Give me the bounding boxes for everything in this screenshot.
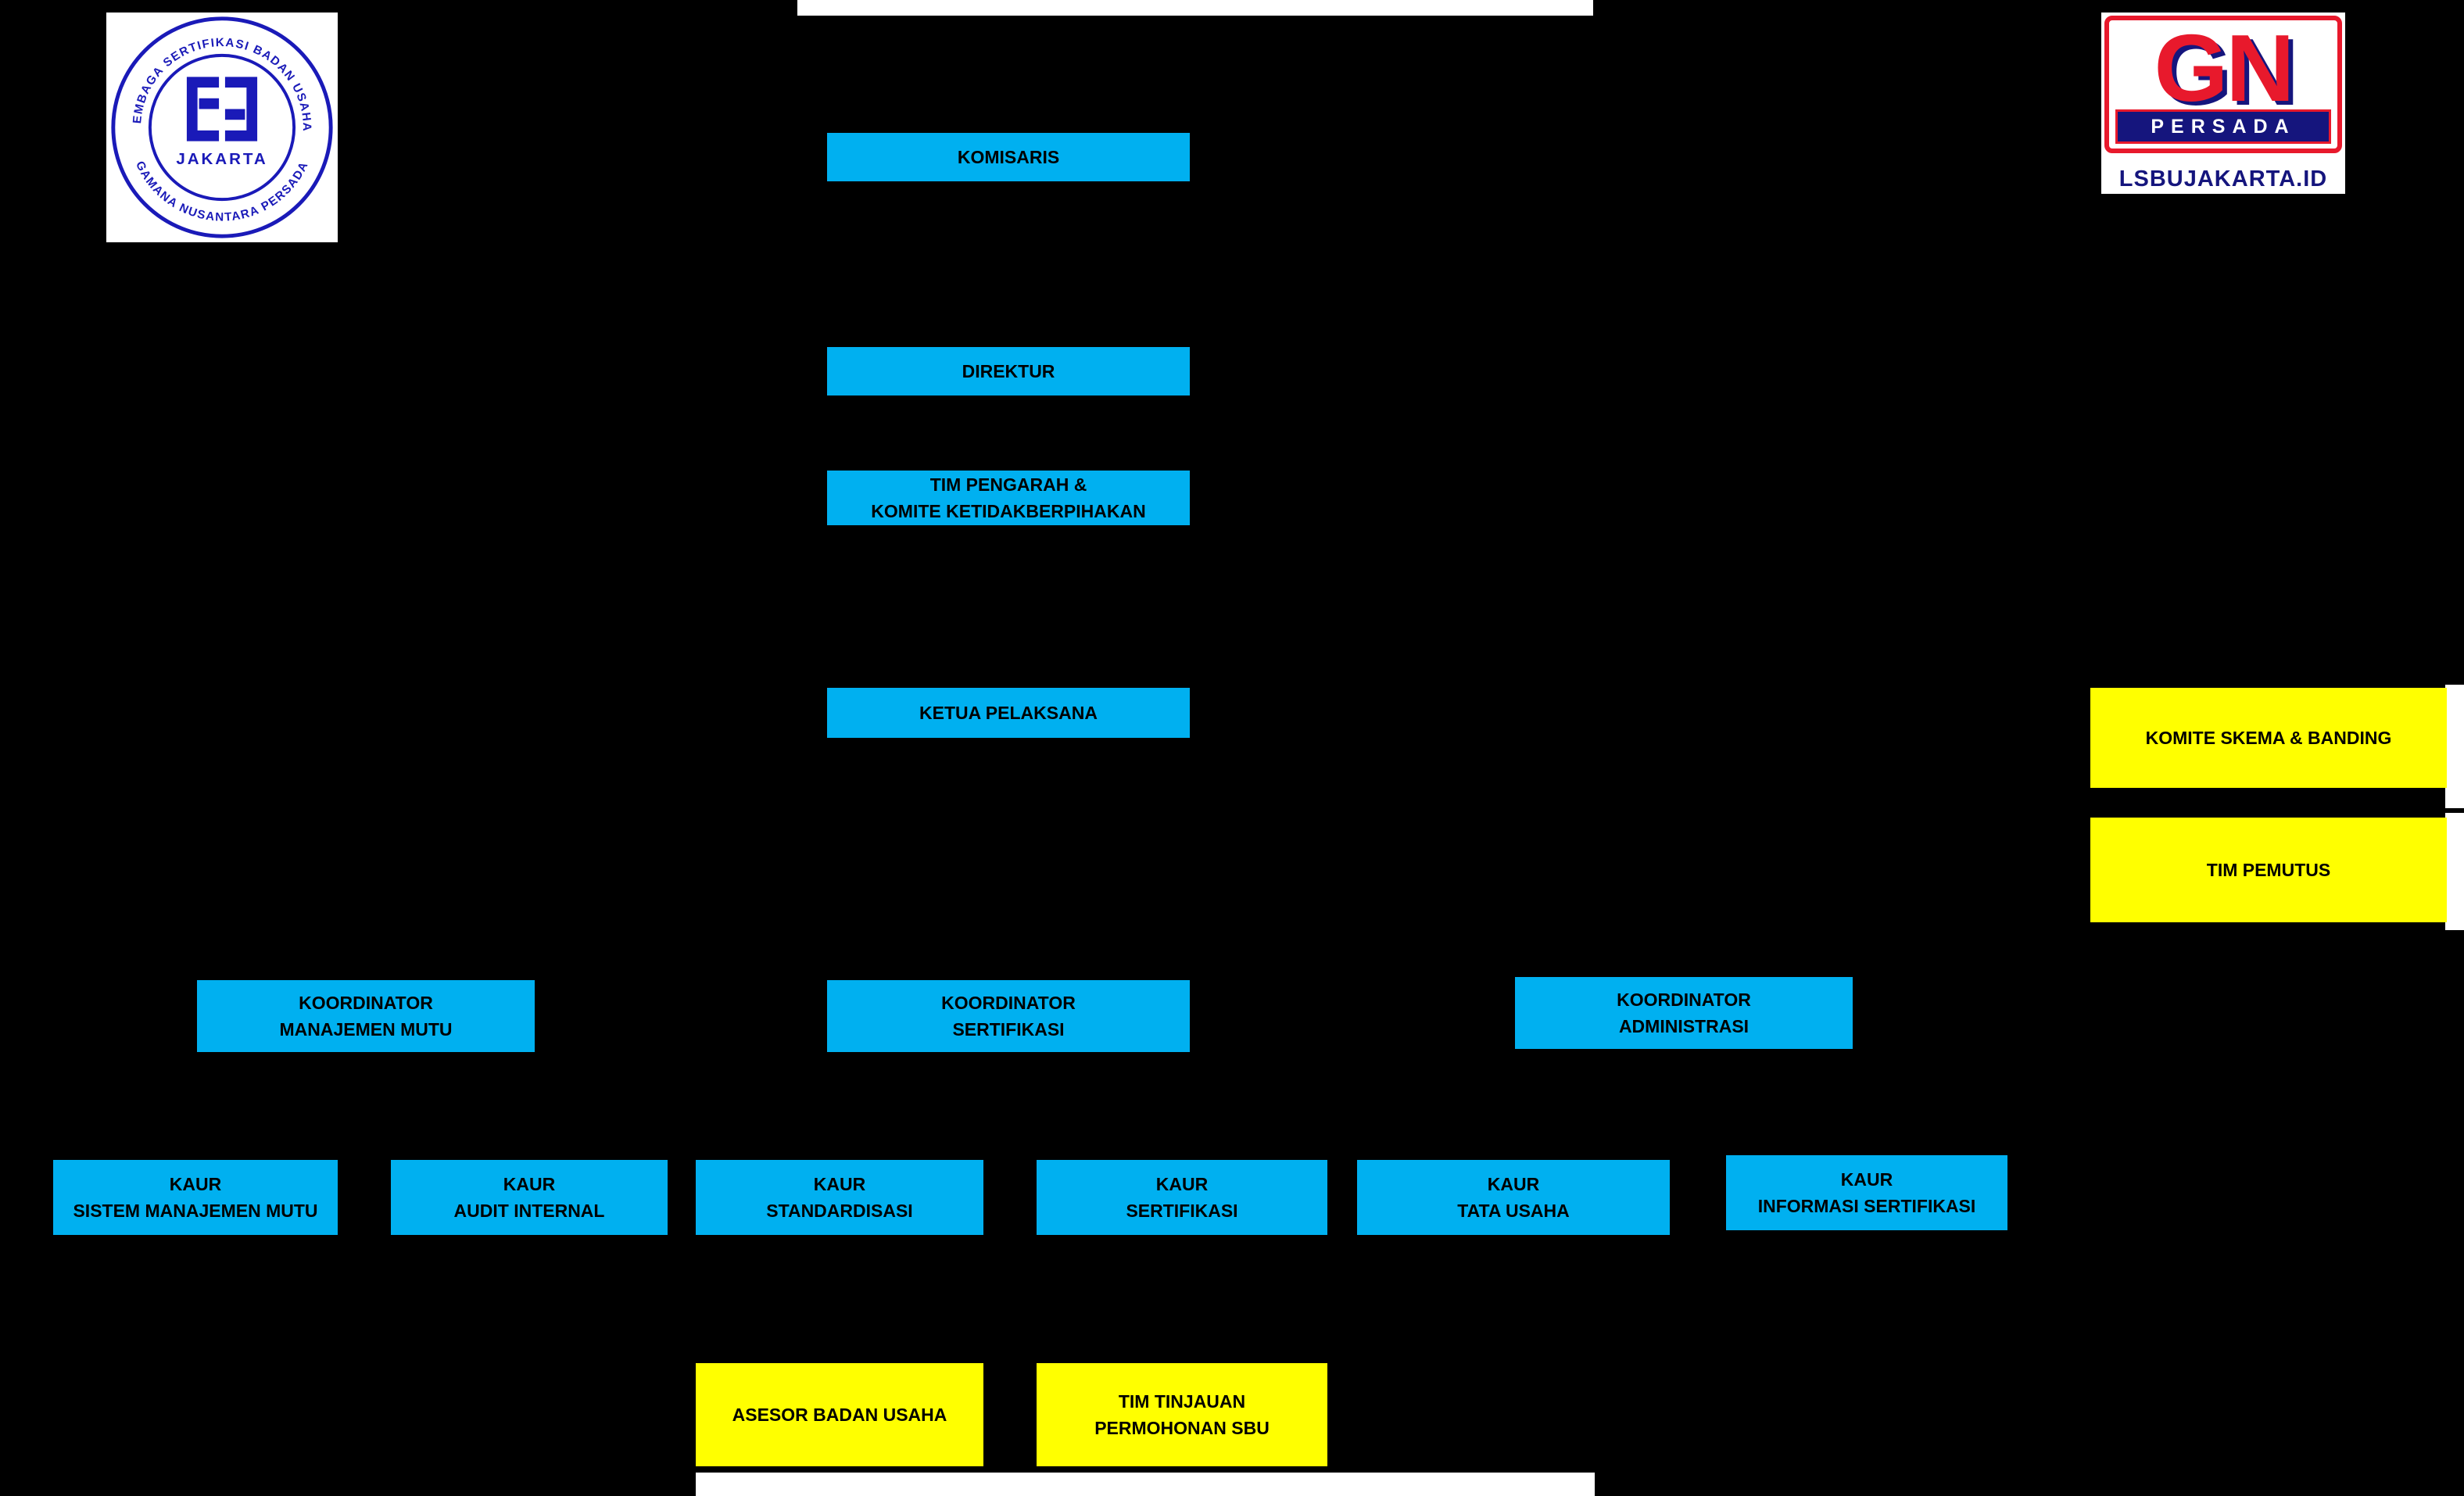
org-box-tim-pemutus-label: TIM PEMUTUS <box>2206 859 2331 880</box>
org-box-kaur-sistem-manajemen-mutu: KAUR SISTEM MANAJEMEN MUTU <box>53 1160 338 1235</box>
kaur-sertifikasi-line2: SERTIFIKASI <box>1126 1201 1238 1221</box>
org-box-kaur-sertifikasi: KAUR SERTIFIKASI <box>1037 1160 1327 1235</box>
org-box-tim-pengarah: TIM PENGARAH & KOMITE KETIDAKBERPIHAKAN <box>827 471 1190 525</box>
kaur-standardisasi-line2: STANDARDISASI <box>766 1201 913 1221</box>
lsbu-seal-logo: LEMBAGA SERTIFIKASI BADAN USAHA GAMANA N… <box>103 2 338 242</box>
org-box-komisaris-label: KOMISARIS <box>957 146 1060 167</box>
koordinator-sert-line1: KOORDINATOR <box>941 992 1076 1013</box>
org-box-direktur: DIREKTUR <box>827 347 1190 395</box>
seal-city-label: JAKARTA <box>176 150 267 168</box>
org-box-ketua-pelaksana-label: KETUA PELAKSANA <box>919 702 1098 723</box>
org-box-kaur-informasi-sertifikasi: KAUR INFORMASI SERTIFIKASI <box>1726 1155 2007 1230</box>
gn-logo-frame: GN PERSADA <box>2104 16 2342 153</box>
koordinator-adm-line1: KOORDINATOR <box>1617 989 1751 1010</box>
tim-tinjauan-line1: TIM TINJAUAN <box>1118 1390 1246 1412</box>
org-box-kaur-tata-usaha: KAUR TATA USAHA <box>1357 1160 1670 1235</box>
kaur-informasi-line1: KAUR <box>1840 1169 1893 1190</box>
seal-inner-ring <box>148 53 296 202</box>
kaur-smm-line1: KAUR <box>169 1173 222 1194</box>
org-box-kaur-audit-internal: KAUR AUDIT INTERNAL <box>391 1160 668 1235</box>
kaur-standardisasi-line1: KAUR <box>813 1173 866 1194</box>
org-box-koordinator-manajemen-mutu: KOORDINATOR MANAJEMEN MUTU <box>197 980 535 1052</box>
asesor-label: ASESOR BADAN USAHA <box>732 1404 947 1425</box>
org-box-koordinator-sertifikasi: KOORDINATOR SERTIFIKASI <box>827 980 1190 1052</box>
org-box-tim-tinjauan: TIM TINJAUAN PERMOHONAN SBU <box>1037 1363 1327 1466</box>
org-box-koordinator-administrasi: KOORDINATOR ADMINISTRASI <box>1515 977 1853 1049</box>
org-box-tim-pengarah-line1: TIM PENGARAH & <box>929 474 1087 495</box>
right-edge-remnant-2 <box>2445 813 2464 930</box>
gn-persada-logo: GN PERSADA LSBUJAKARTA.ID <box>2101 13 2345 194</box>
kaur-tata-usaha-line1: KAUR <box>1487 1173 1540 1194</box>
org-box-komite-skema-banding: KOMITE SKEMA & BANDING <box>2090 688 2447 788</box>
org-box-tim-pemutus: TIM PEMUTUS <box>2090 818 2447 922</box>
right-edge-remnant-1 <box>2445 685 2464 808</box>
org-box-direktur-label: DIREKTUR <box>962 360 1055 381</box>
kaur-smm-line2: SISTEM MANAJEMEN MUTU <box>73 1201 318 1221</box>
gn-monogram: GN <box>2154 16 2295 121</box>
top-title-bar-remnant <box>797 0 1593 16</box>
org-box-tim-pengarah-line2: KOMITE KETIDAKBERPIHAKAN <box>871 501 1146 521</box>
koordinator-mm-line2: MANAJEMEN MUTU <box>279 1019 453 1040</box>
kaur-sertifikasi-line1: KAUR <box>1155 1173 1209 1194</box>
kaur-audit-line2: AUDIT INTERNAL <box>453 1201 605 1221</box>
bottom-bar-remnant <box>696 1473 1595 1496</box>
gn-persada-banner: PERSADA <box>2115 109 2331 144</box>
koordinator-sert-line2: SERTIFIKASI <box>952 1019 1065 1040</box>
gn-website-label: LSBUJAKARTA.ID <box>2118 166 2328 191</box>
tim-tinjauan-line2: PERMOHONAN SBU <box>1094 1418 1270 1438</box>
org-box-ketua-pelaksana: KETUA PELAKSANA <box>827 688 1190 738</box>
org-box-asesor-badan-usaha: ASESOR BADAN USAHA <box>696 1363 983 1466</box>
seal-monogram-icon <box>186 77 258 141</box>
kaur-informasi-line2: INFORMASI SERTIFIKASI <box>1757 1196 1976 1216</box>
koordinator-mm-line1: KOORDINATOR <box>299 992 433 1013</box>
seal-logo-graphic: LEMBAGA SERTIFIKASI BADAN USAHA GAMANA N… <box>103 2 333 238</box>
org-box-komisaris: KOMISARIS <box>827 133 1190 181</box>
koordinator-adm-line2: ADMINISTRASI <box>1618 1016 1750 1036</box>
kaur-tata-usaha-line2: TATA USAHA <box>1457 1201 1570 1221</box>
org-box-kaur-standardisasi: KAUR STANDARDISASI <box>696 1160 983 1235</box>
kaur-audit-line1: KAUR <box>503 1173 556 1194</box>
org-box-komite-skema-banding-label: KOMITE SKEMA & BANDING <box>2145 727 2392 748</box>
